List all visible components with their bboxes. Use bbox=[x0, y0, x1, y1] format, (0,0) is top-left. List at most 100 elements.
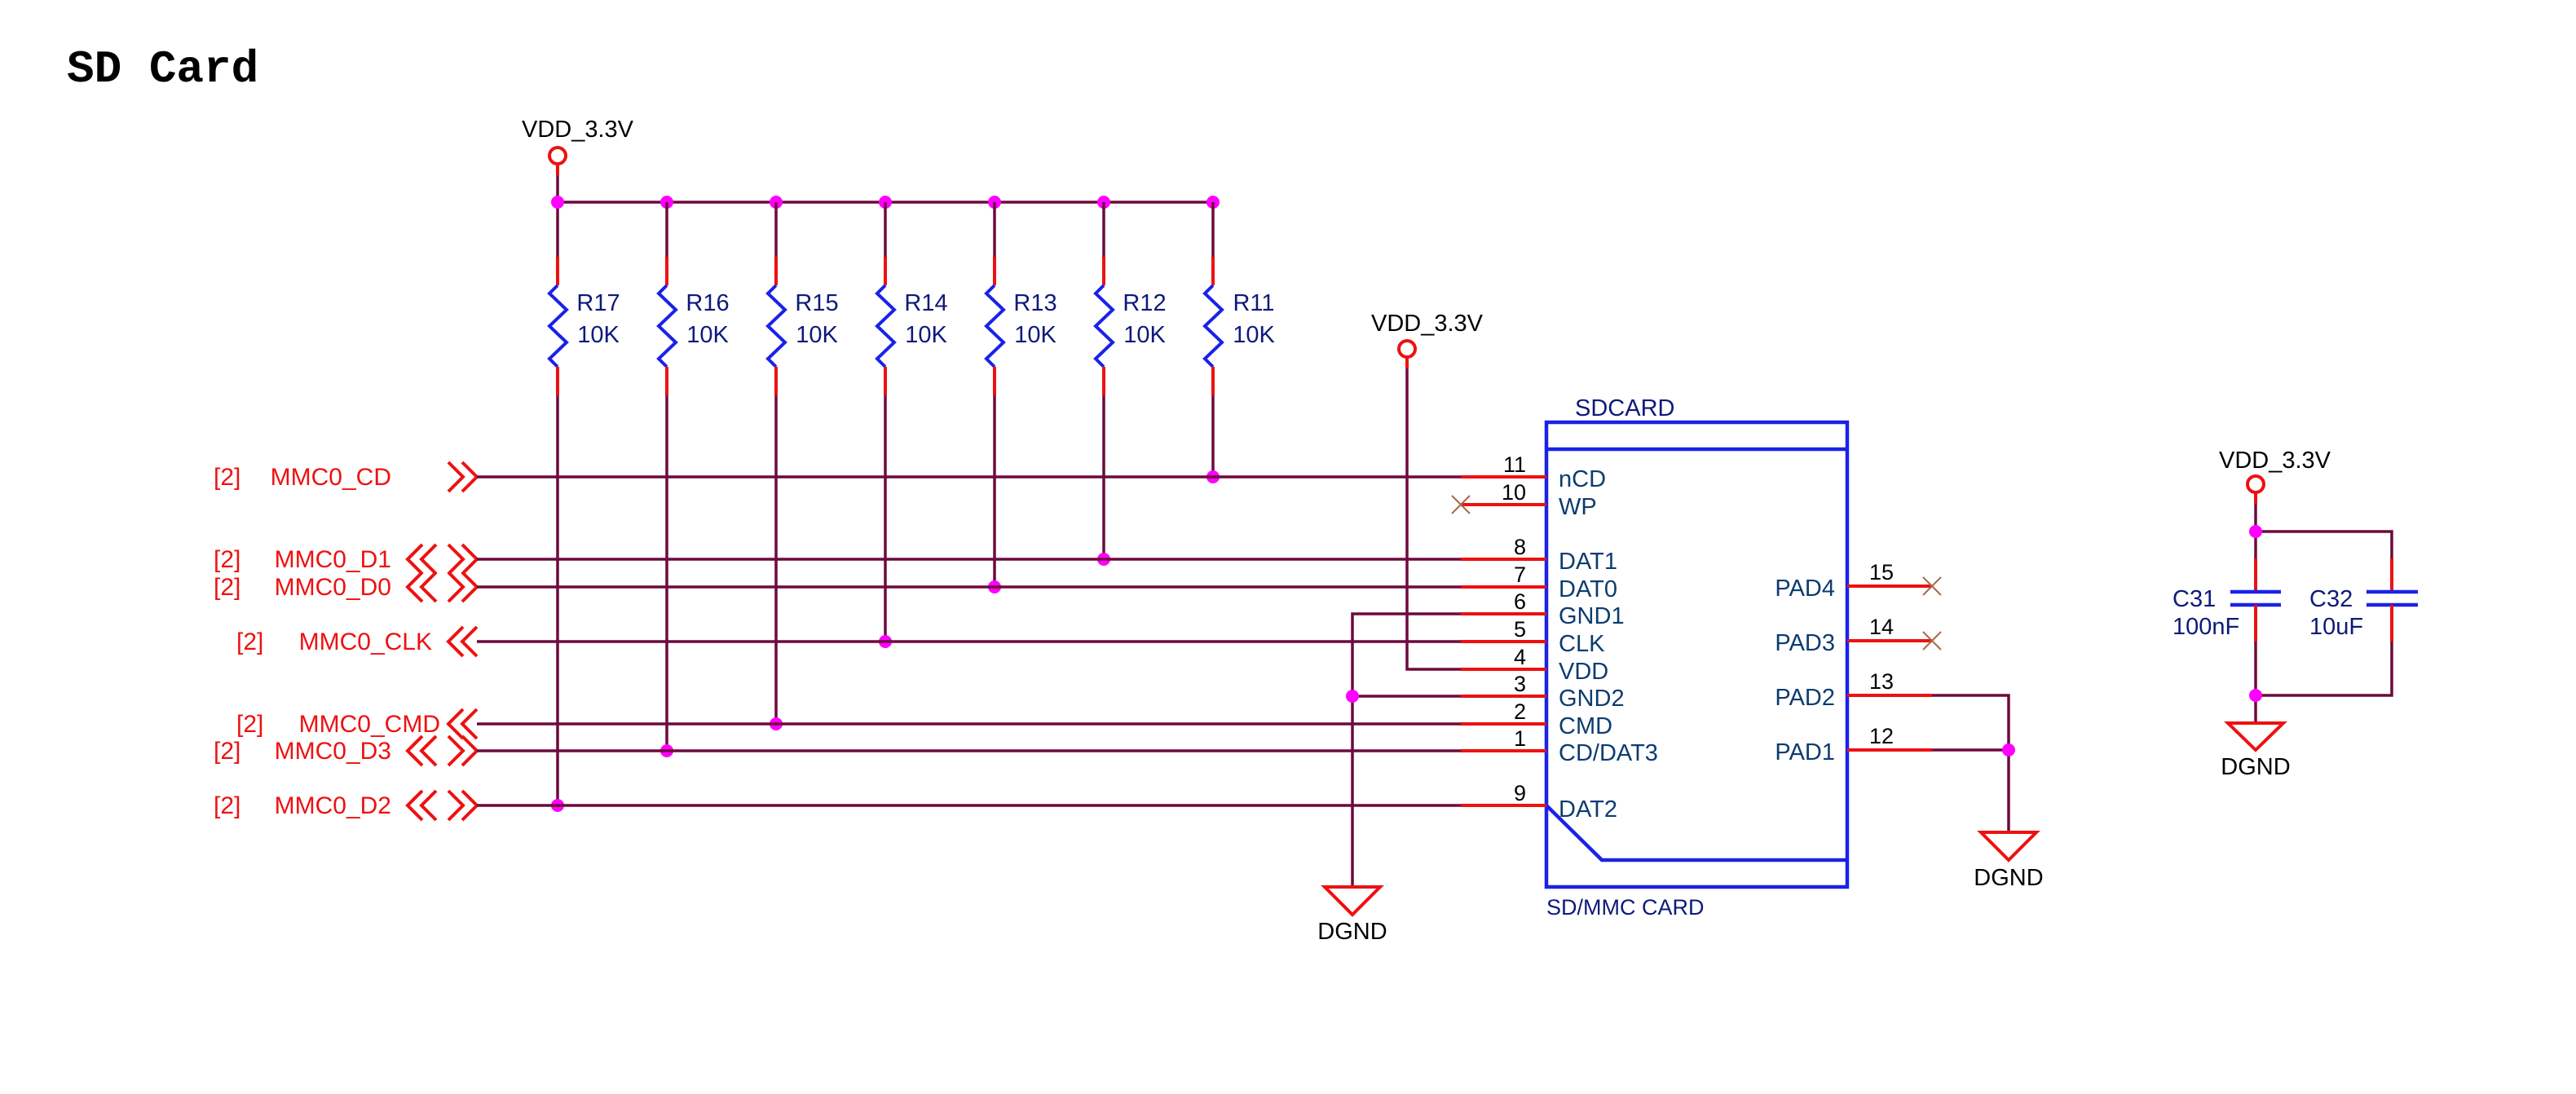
no-connect-icon bbox=[1922, 631, 1942, 651]
sheet-ref: [2] bbox=[236, 629, 263, 655]
arrow-left-icon bbox=[419, 789, 438, 822]
arrow-left-icon bbox=[405, 571, 424, 603]
pin-ncd: 11 nCD bbox=[1461, 452, 1606, 492]
resistor-symbol bbox=[875, 284, 897, 368]
pin-number: 3 bbox=[1514, 672, 1526, 696]
arrow-left-icon bbox=[460, 625, 479, 658]
offpage-mmc0-clk[interactable]: [2] MMC0_CLK bbox=[236, 625, 1461, 658]
junction-dot bbox=[551, 196, 564, 209]
resistor-symbol bbox=[1202, 284, 1224, 368]
pad2-wire bbox=[1932, 694, 2010, 832]
resistor-symbol bbox=[656, 284, 678, 368]
dgnd-label: DGND bbox=[2221, 754, 2290, 780]
pin-name: DAT2 bbox=[1559, 796, 1617, 823]
arrow-left-icon bbox=[419, 734, 438, 767]
resistor-symbol bbox=[547, 284, 569, 368]
net-label: MMC0_D1 bbox=[275, 546, 391, 573]
offpage-mmc0-d3[interactable]: [2]MMC0_D3 bbox=[214, 734, 1461, 767]
c31-value: 100nF bbox=[2172, 614, 2239, 640]
signal-nets: [2]MMC0_CD[2]MMC0_D1[2]MMC0_D0[2]MMC0_CL… bbox=[214, 461, 1461, 822]
pin-number: 1 bbox=[1514, 726, 1526, 751]
junction-dot bbox=[2249, 525, 2262, 538]
pin-name: CMD bbox=[1559, 713, 1612, 739]
resistor-value: 10K bbox=[1233, 322, 1275, 348]
junction-dot bbox=[2249, 689, 2262, 702]
pin-name: CD/DAT3 bbox=[1559, 740, 1658, 766]
resistor-symbol bbox=[984, 284, 1006, 368]
pin-name: GND1 bbox=[1559, 603, 1625, 629]
pin-number: 2 bbox=[1514, 699, 1526, 724]
pin-name: VDD bbox=[1559, 659, 1608, 685]
arrow-left-icon bbox=[405, 789, 424, 822]
net-label: MMC0_CD bbox=[271, 464, 391, 491]
resistor-value: 10K bbox=[905, 322, 947, 348]
decoupling-caps: VDD_3.3V C31 100nF C32 10uF DGND bbox=[2172, 448, 2418, 780]
no-connect-icon bbox=[1922, 576, 1942, 596]
pin-number: 14 bbox=[1869, 615, 1894, 639]
pin-number: 6 bbox=[1514, 589, 1526, 614]
sdcard-connector: SDCARD SD/MMC CARD 11nCD10WP8DAT17DAT06G… bbox=[1451, 395, 1942, 920]
resistor-ref: R17 bbox=[576, 290, 620, 316]
offpage-mmc0-d0[interactable]: [2]MMC0_D0 bbox=[214, 571, 1461, 603]
vdd-label-caps: VDD_3.3V bbox=[2219, 448, 2331, 474]
pin-number: 8 bbox=[1514, 535, 1526, 559]
resistor-ref: R14 bbox=[904, 290, 947, 316]
pin-name: nCD bbox=[1559, 466, 1606, 492]
vdd-power-symbol bbox=[2246, 474, 2265, 494]
arrow-right-icon bbox=[447, 461, 465, 493]
dgnd-label: DGND bbox=[1974, 865, 2043, 891]
pin-name: PAD4 bbox=[1775, 576, 1835, 602]
pin-name: PAD3 bbox=[1775, 630, 1835, 656]
resistor-ref: R12 bbox=[1123, 290, 1166, 316]
pin-number: 10 bbox=[1502, 480, 1526, 505]
vdd-wire bbox=[1405, 368, 1461, 671]
net-label: MMC0_CMD bbox=[299, 711, 440, 738]
arrow-left-icon bbox=[446, 625, 465, 658]
cap-bottom-wire bbox=[2256, 642, 2393, 697]
connector-part: SD/MMC CARD bbox=[1546, 895, 1705, 920]
vdd-power-symbol bbox=[548, 146, 567, 165]
pin-number: 11 bbox=[1503, 452, 1526, 477]
arrow-left-icon bbox=[405, 734, 424, 767]
offpage-mmc0-d2[interactable]: [2]MMC0_D2 bbox=[214, 789, 1461, 822]
resistor-value: 10K bbox=[686, 322, 729, 348]
pin-number: 7 bbox=[1514, 562, 1526, 587]
vdd-label-connector: VDD_3.3V bbox=[1371, 311, 1484, 337]
arrow-right-icon bbox=[447, 571, 465, 603]
net-label: MMC0_CLK bbox=[299, 629, 432, 655]
c31-ref: C31 bbox=[2172, 586, 2216, 612]
arrow-right-icon bbox=[447, 734, 465, 767]
sheet-ref: [2] bbox=[214, 464, 240, 491]
offpage-mmc0-cmd[interactable]: [2]MMC0_CMD bbox=[236, 708, 1461, 740]
arrow-left-icon bbox=[419, 543, 438, 576]
arrow-right-icon bbox=[447, 789, 465, 822]
offpage-mmc0-cd[interactable]: [2] MMC0_CD bbox=[214, 461, 1461, 493]
net-label: MMC0_D0 bbox=[275, 574, 391, 601]
gnd1-wire bbox=[1351, 612, 1461, 887]
connector-vdd-feed: VDD_3.3V bbox=[1371, 311, 1484, 671]
arrow-left-icon bbox=[419, 571, 438, 603]
pin-number: 4 bbox=[1514, 645, 1526, 669]
sheet-ref: [2] bbox=[214, 546, 240, 573]
pin-number: 15 bbox=[1869, 560, 1894, 584]
offpage-mmc0-d1[interactable]: [2] MMC0_D1 bbox=[214, 543, 1461, 576]
arrow-right-icon bbox=[447, 543, 465, 576]
pin-name: GND2 bbox=[1559, 686, 1625, 712]
net-label: MMC0_D3 bbox=[275, 738, 391, 765]
pin-name: PAD2 bbox=[1775, 685, 1835, 711]
resistor-ref: R11 bbox=[1233, 290, 1274, 316]
pullup-bank: VDD_3.3V R1710KR1610KR1510KR1410KR1310KR… bbox=[522, 117, 1275, 812]
pads-gnd: DGND bbox=[1932, 694, 2044, 891]
